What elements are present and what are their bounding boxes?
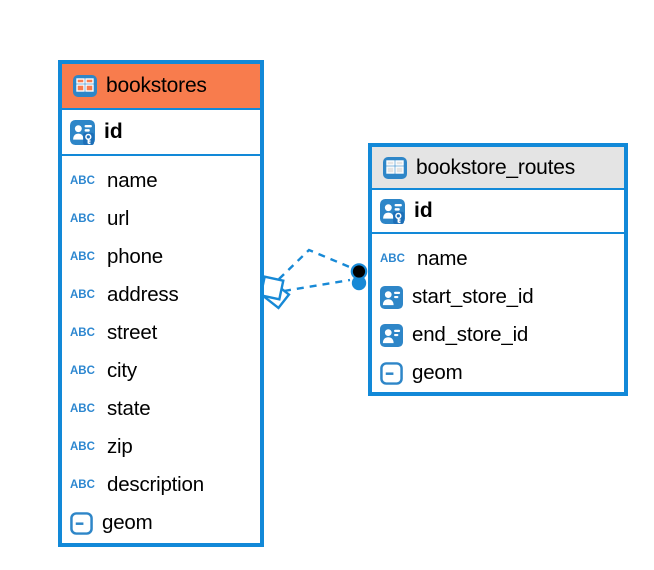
text-type-icon: ABC <box>70 327 95 339</box>
column-name: start_store_id <box>412 285 534 308</box>
table-bookstore-routes[interactable]: bookstore_routes id <box>368 143 628 396</box>
text-type-icon: ABC <box>70 251 95 263</box>
column-row[interactable]: ABC zip <box>62 428 260 466</box>
primary-key-icon <box>380 198 405 224</box>
column-row[interactable]: ABC city <box>62 352 260 390</box>
table-title: bookstores <box>106 74 207 97</box>
column-name: description <box>107 473 204 496</box>
primary-key-icon <box>70 119 95 145</box>
table-bookstore-routes-columns: ABC name start_store_id <box>372 234 624 392</box>
column-row[interactable]: ABC street <box>62 314 260 352</box>
column-row[interactable]: ABC name <box>372 240 624 278</box>
column-name: name <box>107 169 158 192</box>
table-icon <box>73 74 97 98</box>
column-row[interactable]: ABC name <box>62 162 260 200</box>
text-type-icon: ABC <box>70 403 95 415</box>
column-row[interactable]: geom <box>62 504 260 542</box>
column-name: geom <box>412 361 463 384</box>
text-type-icon: ABC <box>70 365 95 377</box>
reference-id-icon <box>380 285 403 309</box>
column-row-id[interactable]: id <box>62 110 260 156</box>
text-type-icon: ABC <box>70 289 95 301</box>
relationship-line-upper <box>278 248 353 280</box>
text-type-icon: ABC <box>70 441 95 453</box>
many-end-diamond-marker <box>259 275 291 310</box>
table-bookstores-header[interactable]: bookstores <box>62 64 260 110</box>
column-row[interactable]: ABC url <box>62 200 260 238</box>
table-icon <box>383 156 407 180</box>
column-row[interactable]: start_store_id <box>372 278 624 316</box>
column-name: id <box>104 120 123 143</box>
column-row[interactable]: geom <box>372 354 624 392</box>
column-name: zip <box>107 435 133 458</box>
relationship-line-lower <box>283 278 351 293</box>
one-end-dot-marker <box>350 263 368 291</box>
column-name: name <box>417 247 468 270</box>
column-name: phone <box>107 245 164 268</box>
column-name: geom <box>102 511 153 534</box>
column-name: id <box>414 199 433 222</box>
column-row[interactable]: end_store_id <box>372 316 624 354</box>
table-title: bookstore_routes <box>416 155 576 179</box>
column-name: end_store_id <box>412 323 529 346</box>
column-row[interactable]: ABC phone <box>62 238 260 276</box>
column-row[interactable]: ABC description <box>62 466 260 504</box>
table-bookstores[interactable]: bookstores id A <box>58 60 264 547</box>
table-bookstores-columns: ABC name ABC url ABC phone ABC address A… <box>62 156 260 543</box>
column-name: city <box>107 359 137 382</box>
table-bookstore-routes-header[interactable]: bookstore_routes <box>372 147 624 190</box>
column-name: street <box>107 321 158 344</box>
column-name: state <box>107 397 151 420</box>
column-name: address <box>107 283 179 306</box>
column-row-id[interactable]: id <box>372 190 624 234</box>
text-type-icon: ABC <box>70 479 95 491</box>
text-type-icon: ABC <box>70 175 95 187</box>
reference-id-icon <box>380 323 403 347</box>
column-row[interactable]: ABC state <box>62 390 260 428</box>
geometry-type-icon <box>70 511 93 535</box>
geometry-type-icon <box>380 361 403 385</box>
text-type-icon: ABC <box>380 253 405 265</box>
text-type-icon: ABC <box>70 213 95 225</box>
column-name: url <box>107 207 130 230</box>
column-row[interactable]: ABC address <box>62 276 260 314</box>
